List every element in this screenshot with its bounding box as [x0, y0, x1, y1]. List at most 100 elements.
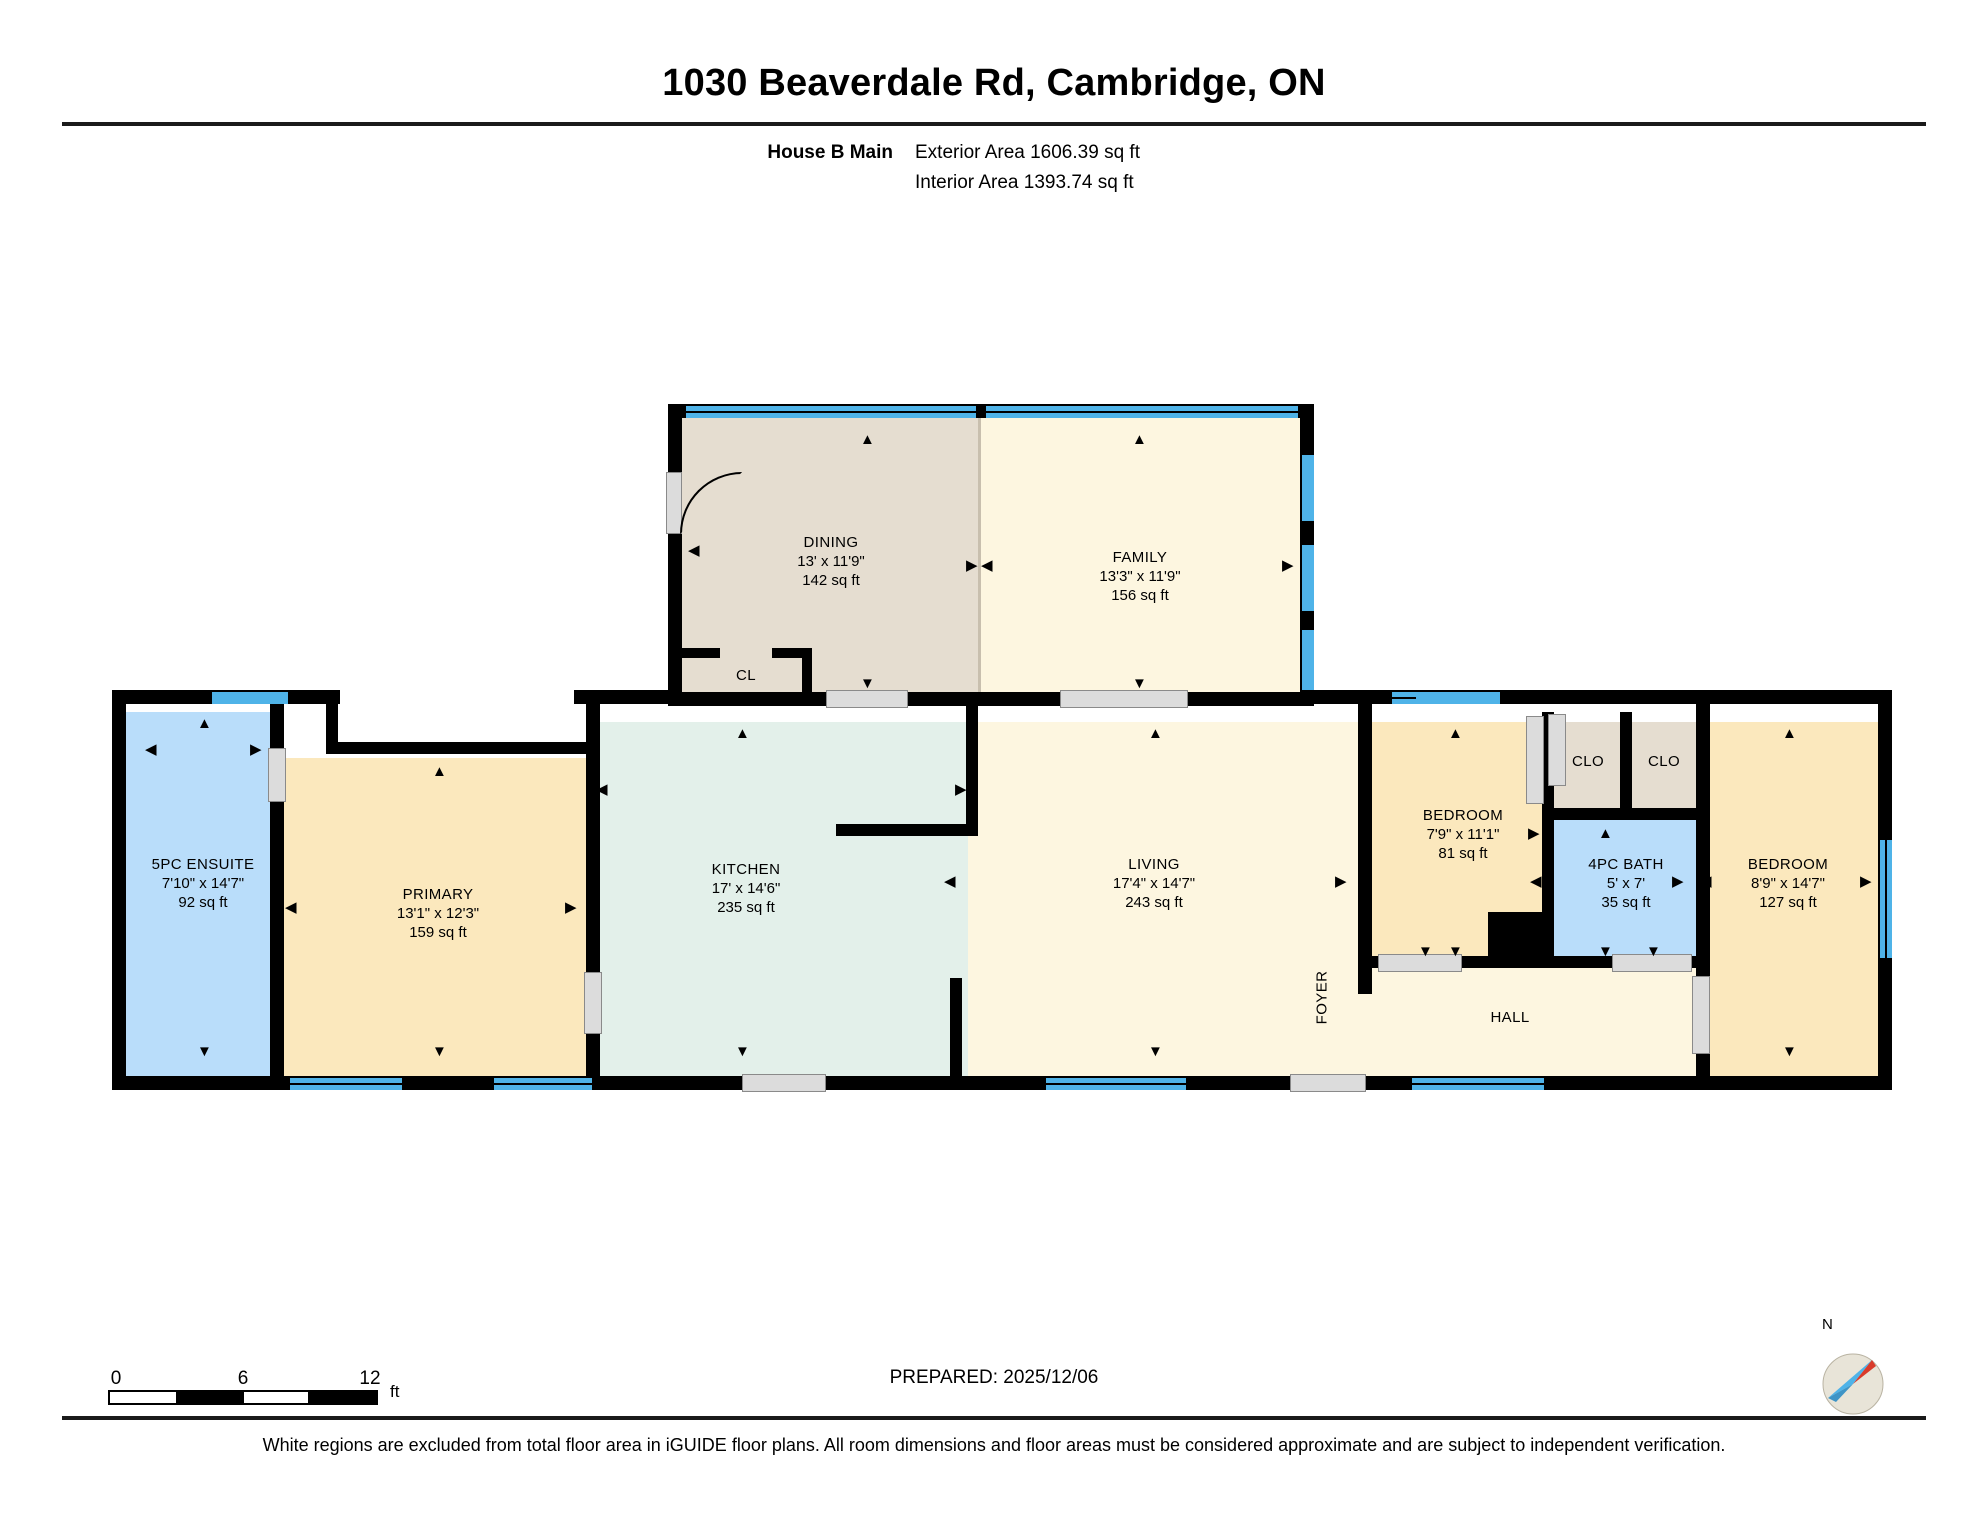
- dim-arrow-dining-left: ◀: [688, 542, 700, 559]
- dim-arrow-family-up: ▲: [1132, 431, 1147, 448]
- room-fill-primary: [282, 758, 594, 1076]
- scale-bar: 0 6 12 ft: [108, 1368, 399, 1405]
- dim-arrow-dining-up: ▲: [860, 431, 875, 448]
- dim-arrow-living-up: ▲: [1148, 725, 1163, 742]
- room-fill-hall: [1372, 966, 1710, 1076]
- wall-kitchen-living-upper: [966, 704, 978, 834]
- wall-clo-divider: [1620, 712, 1632, 820]
- window-primary-south-2-line: [494, 1083, 592, 1085]
- window-bedroom1-north: [1416, 692, 1500, 704]
- wall-foyer-divider: [1300, 960, 1308, 970]
- dim-arrow-kitchen-right-2: ◀: [944, 873, 956, 890]
- dim-arrow-bath-left: ◀: [1530, 873, 1542, 890]
- wall-hall-bedroom1-block: [1488, 912, 1544, 968]
- door-kitchen-south[interactable]: [742, 1074, 826, 1092]
- dim-arrow-hall-bedroom-door: ▼: [1418, 943, 1433, 960]
- window-bedroom2-east-line: [1885, 840, 1887, 958]
- page-title: 1030 Beaverdale Rd, Cambridge, ON: [662, 62, 1326, 104]
- door-dining-west[interactable]: [666, 472, 682, 534]
- dim-arrow-primary-up: ▲: [432, 763, 447, 780]
- window-hall-south-line: [1412, 1083, 1544, 1085]
- dim-arrow-primary-left: ◀: [285, 899, 297, 916]
- dim-arrow-bedroom2-right: ▶: [1860, 873, 1872, 890]
- room-fill-bath4pc: [1554, 820, 1698, 966]
- room-label-kitchen: KITCHEN 17' x 14'6" 235 sq ft: [711, 861, 781, 916]
- wall-living-bedroom1: [1358, 704, 1372, 994]
- door-clo1[interactable]: [1548, 714, 1566, 786]
- summary-row-interior: Interior Area 1393.74 sq ft: [0, 168, 1988, 198]
- room-fill-bedroom2: [1698, 722, 1878, 1076]
- prepared-date: PREPARED: 2025/12/06: [889, 1367, 1099, 1388]
- plan-summary: House B Main Exterior Area 1606.39 sq ft…: [0, 138, 1988, 198]
- room-label-bath4pc: 4PC BATH 5' x 7' 35 sq ft: [1588, 856, 1664, 911]
- window-primary-south-line: [290, 1083, 402, 1085]
- wall-kitchen-living-lower: [950, 978, 962, 1088]
- disclaimer-text: White regions are excluded from total fl…: [262, 1435, 1726, 1455]
- door-bath-to-hall[interactable]: [1612, 954, 1692, 972]
- door-foyer-entry[interactable]: [1290, 1074, 1366, 1092]
- dim-arrow-bedroom2-left: ◀: [1700, 873, 1712, 890]
- dim-arrow-bedroom2-down: ▼: [1782, 1043, 1797, 1060]
- footer-divider: [62, 1416, 1926, 1420]
- dim-arrow-family-right: ▶: [1282, 557, 1294, 574]
- room-label-bedroom1: BEDROOM 7'9" x 11'1" 81 sq ft: [1422, 807, 1504, 862]
- wall-cl-top-right: [772, 648, 812, 658]
- dim-arrow-dining-right: ▶: [966, 557, 978, 574]
- scale-tick-0: 0: [110, 1368, 122, 1389]
- dim-arrow-bedroom1-down: ▼: [1448, 943, 1463, 960]
- dim-arrow-kitchen-down: ▼: [735, 1043, 750, 1060]
- room-label-cl: CL: [736, 667, 756, 684]
- scale-seg-1: [176, 1392, 244, 1403]
- door-ensuite-entry[interactable]: [268, 748, 286, 802]
- dim-arrow-bedroom1-up: ▲: [1448, 725, 1463, 742]
- dim-arrow-dining-down: ▼: [860, 675, 875, 692]
- dim-arrow-ensuite-up: ▲: [197, 715, 212, 732]
- dim-arrow-kitchen-left: ◀: [596, 781, 608, 798]
- room-label-hall: HALL: [1490, 1009, 1530, 1026]
- dim-arrow-family-down: ▼: [1132, 675, 1147, 692]
- wall-primary-top-riser: [326, 690, 338, 748]
- window-family-east-1: [1302, 455, 1314, 521]
- wall-cl-top: [682, 648, 720, 658]
- dim-arrow-ensuite-left: ◀: [145, 741, 157, 758]
- room-label-family: FAMILY 13'3" x 11'9" 156 sq ft: [1099, 549, 1181, 604]
- door-bedroom1-to-hall[interactable]: [1378, 954, 1462, 972]
- scale-seg-2: [308, 1392, 376, 1403]
- dim-arrow-primary-down: ▼: [432, 1043, 447, 1060]
- window-family-east-3: [1302, 630, 1314, 690]
- room-label-living: LIVING 17'4" x 14'7" 243 sq ft: [1112, 856, 1196, 911]
- compass-icon: [1822, 1353, 1884, 1415]
- dim-arrow-bedroom2-up: ▲: [1782, 725, 1797, 742]
- wall-bath-top: [1542, 808, 1708, 820]
- compass-rose: N: [1798, 1316, 1908, 1430]
- wall-bath-left: [1542, 808, 1554, 968]
- door-kitchen-west[interactable]: [584, 972, 602, 1034]
- room-label-foyer: FOYER: [1313, 970, 1331, 1025]
- window-ensuite-north: [212, 692, 288, 704]
- room-label-clo1: CLO: [1571, 753, 1605, 770]
- door-bedroom2-west[interactable]: [1692, 976, 1710, 1054]
- wall-upper-left: [668, 404, 682, 706]
- doorway-dining-to-kitchen[interactable]: [826, 690, 908, 708]
- dim-arrow-ensuite-down: ▼: [197, 1043, 212, 1060]
- room-label-bedroom2: BEDROOM 8'9" x 14'7" 127 sq ft: [1747, 856, 1829, 911]
- window-family-east-2: [1302, 545, 1314, 611]
- wall-cl-right: [802, 648, 812, 706]
- title-divider: [62, 122, 1926, 126]
- room-label-primary: PRIMARY 13'1" x 12'3" 159 sq ft: [396, 886, 480, 941]
- plan-label: House B Main: [767, 142, 893, 163]
- exterior-area-value: Exterior Area 1606.39 sq ft: [915, 142, 1140, 163]
- scale-tick-12: 12: [359, 1368, 381, 1389]
- room-label-dining: DINING 13' x 11'9" 142 sq ft: [797, 534, 865, 589]
- wall-primary-top-notch: [326, 742, 588, 754]
- room-fill-clo2: [1630, 722, 1698, 814]
- room-fill-ensuite: [124, 712, 282, 1076]
- dim-arrow-bath-right: ▶: [1672, 873, 1684, 890]
- dim-arrow-ensuite-right: ▶: [250, 741, 262, 758]
- wall-kitchen-living-stub: [836, 824, 978, 836]
- door-bedroom1-closet[interactable]: [1526, 716, 1544, 804]
- doorway-family-to-living[interactable]: [1060, 690, 1188, 708]
- room-label-clo2: CLO: [1647, 753, 1681, 770]
- wall-lower-left: [112, 690, 126, 1090]
- scale-tick-6: 6: [237, 1368, 249, 1389]
